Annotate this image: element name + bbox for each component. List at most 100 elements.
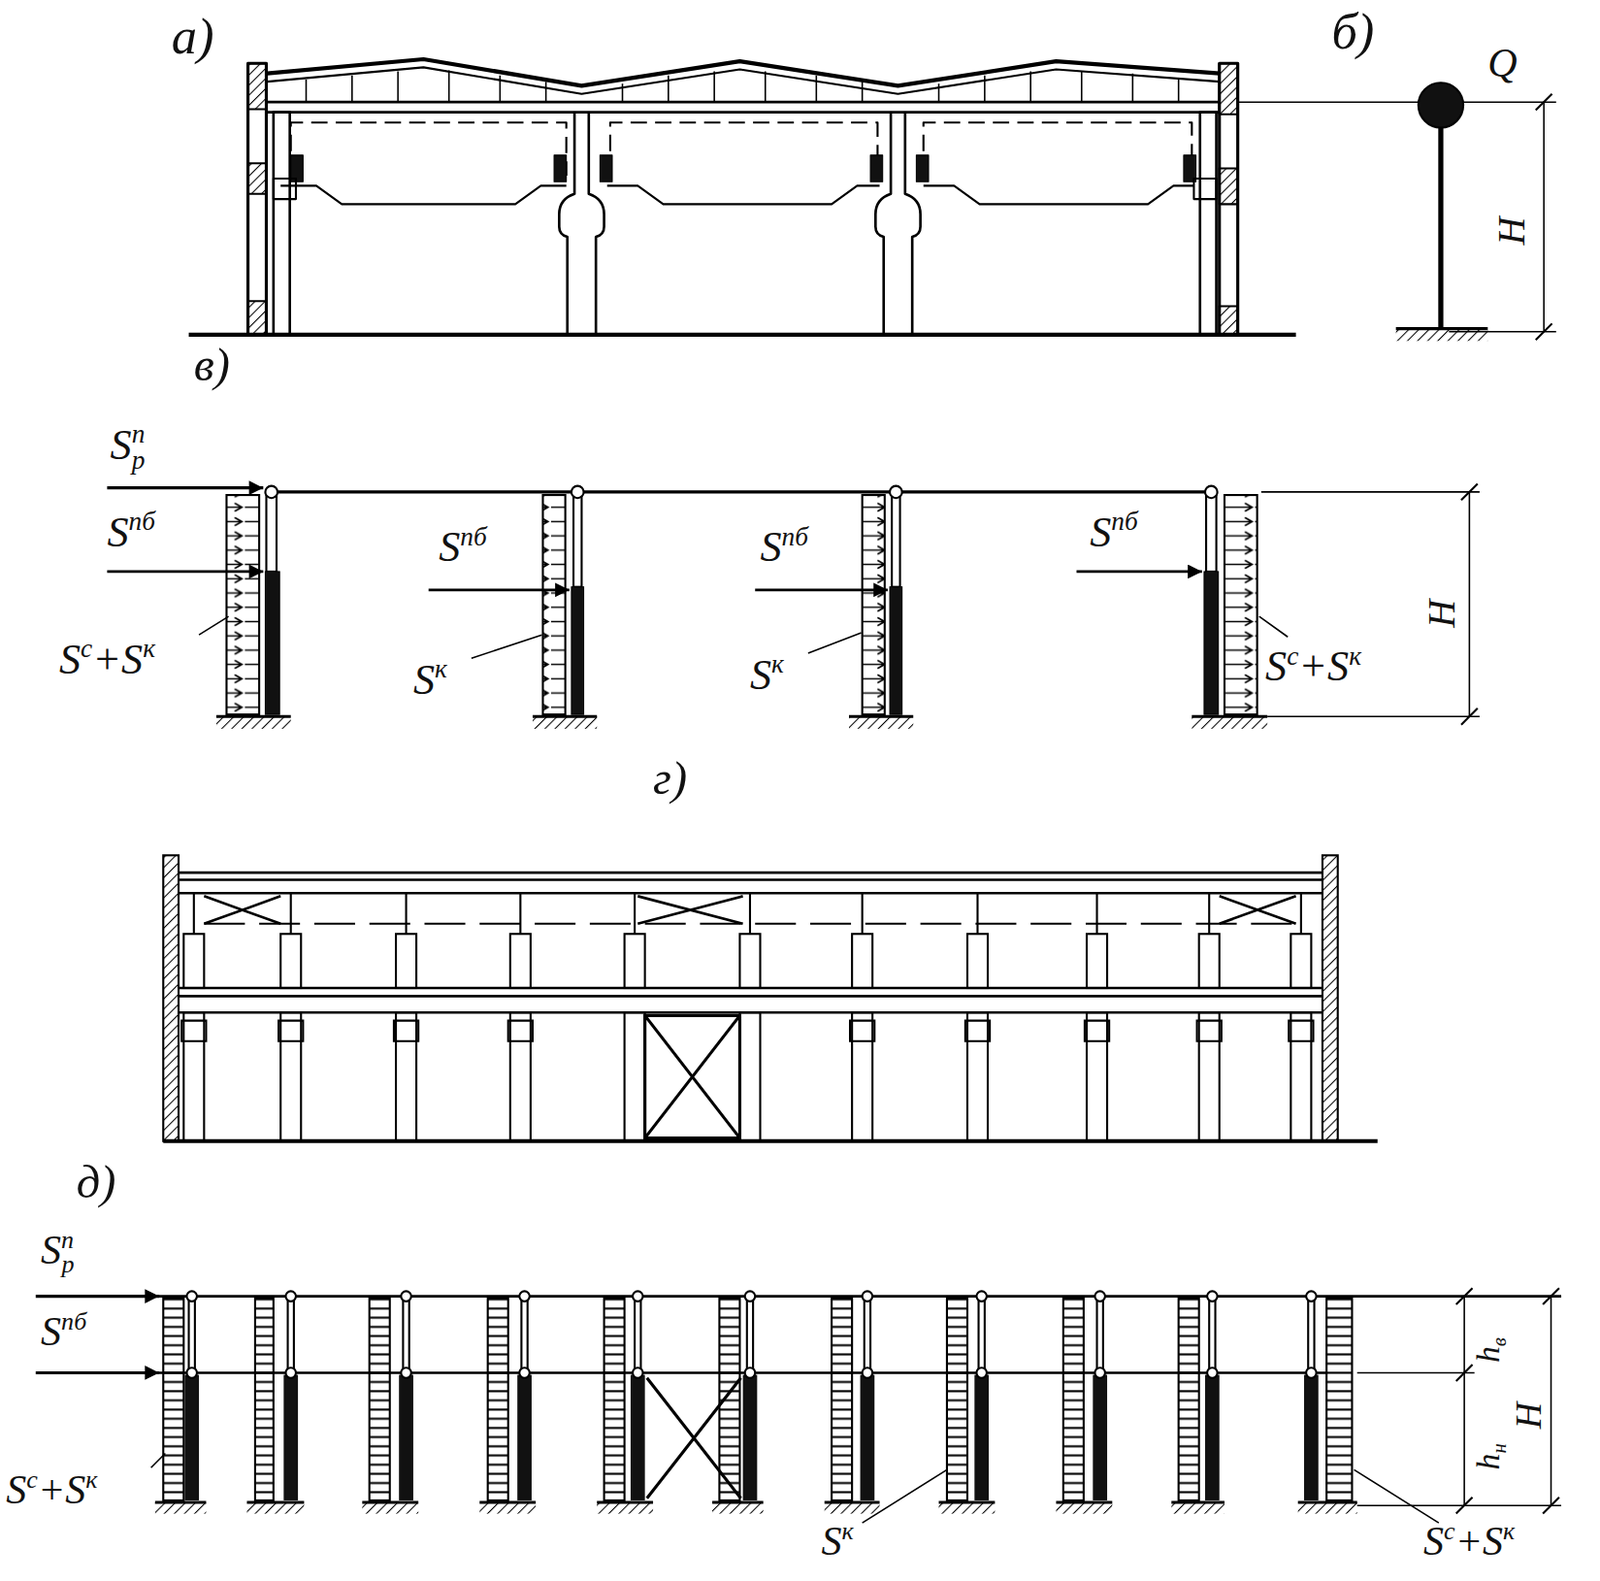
- label-group: Sпб: [1089, 510, 1139, 554]
- symbol-label: S: [59, 637, 81, 681]
- longitudinal-section-g-rect: [1086, 933, 1108, 988]
- building-section-rect: [554, 155, 567, 182]
- longitudinal-scheme-g-rect: [604, 1298, 625, 1501]
- longitudinal-section-g-rect: [739, 1012, 760, 1142]
- superscript-label: к: [1348, 642, 1362, 669]
- longitudinal-section-path: [194, 892, 1302, 934]
- label-group: а): [171, 10, 215, 63]
- transverse-scheme-rect: [571, 587, 585, 715]
- symbol-label: +: [1298, 645, 1328, 688]
- symbol-label: S: [1265, 645, 1287, 688]
- symbol-label: H: [1509, 1402, 1547, 1429]
- superscript-label: c: [1286, 642, 1299, 669]
- longitudinal-scheme-g-rect: [1205, 1374, 1220, 1501]
- transverse-scheme-rect: [542, 494, 565, 715]
- longitudinal-scheme-g-rect: [1171, 1502, 1225, 1514]
- symbol-label: S: [40, 1310, 62, 1352]
- label-group: Sк: [821, 1520, 854, 1562]
- longitudinal-section-rect: [163, 854, 179, 1141]
- symbol-label: +: [37, 1469, 66, 1510]
- symbol-label: S: [121, 637, 143, 681]
- longitudinal-scheme-line: [35, 1294, 160, 1298]
- transverse-scheme-line: [275, 489, 1208, 493]
- longitudinal-scheme-g-rect: [824, 1502, 881, 1514]
- building-section: [189, 59, 1297, 335]
- longitudinal-scheme-g-rect: [864, 1298, 871, 1373]
- transverse-scheme-rect: [862, 494, 885, 715]
- transverse-scheme-circle: [571, 486, 585, 499]
- longitudinal-scheme-g: [155, 1502, 1358, 1514]
- cantilever-scheme-line: [1238, 100, 1419, 103]
- transverse-scheme-circle: [264, 486, 278, 499]
- label-group: в): [194, 341, 230, 389]
- building-section-rect: [1219, 63, 1239, 115]
- symbol-label: S: [106, 510, 129, 554]
- superscript-label: пб: [129, 508, 156, 535]
- longitudinal-scheme-g-rect: [860, 1374, 876, 1501]
- building-section-path: [267, 59, 1220, 86]
- longitudinal-scheme-g-circle: [1306, 1290, 1317, 1302]
- symbol-label: S: [110, 423, 132, 466]
- building-section-path: [267, 66, 1220, 94]
- longitudinal-scheme-path: [1456, 1287, 1560, 1513]
- label-group: Sпб: [40, 1310, 87, 1352]
- symbol-label: S: [65, 1469, 86, 1510]
- symbol-label: в): [194, 341, 230, 389]
- longitudinal-section-g-rect: [851, 1012, 873, 1142]
- longitudinal-scheme-g-circle: [632, 1290, 644, 1302]
- transverse-scheme: [106, 483, 1479, 728]
- label-group: Sc+Sк: [1265, 645, 1362, 688]
- superscript-label: c: [1443, 1517, 1456, 1543]
- label-group: Sc+Sк: [59, 637, 156, 681]
- longitudinal-scheme-g-circle: [519, 1367, 530, 1378]
- building-section-path: [875, 112, 920, 335]
- longitudinal-scheme-g: [184, 1374, 1318, 1501]
- longitudinal-scheme-path: [151, 1453, 1439, 1524]
- longitudinal-section-path: [645, 1014, 741, 1138]
- building-section-path: [305, 70, 1178, 103]
- transverse-scheme-rect: [532, 716, 597, 729]
- label-group: Sк: [750, 653, 784, 696]
- cantilever-scheme-line: [1542, 101, 1545, 332]
- longitudinal-scheme-g-rect: [1304, 1374, 1319, 1501]
- building-section-line: [189, 332, 1297, 337]
- cantilever-scheme-line: [1448, 330, 1556, 333]
- longitudinal-scheme-path: [1357, 1296, 1562, 1506]
- transverse-scheme-path: [216, 715, 1268, 719]
- label-group: Sпб: [438, 525, 488, 569]
- longitudinal-section-g-rect: [183, 1012, 204, 1142]
- superscript-label: к: [842, 1517, 854, 1543]
- building-section-rect: [1200, 112, 1217, 335]
- longitudinal-section-g-rect: [624, 933, 646, 988]
- longitudinal-section-g-rect: [1199, 933, 1220, 988]
- label-group: hв: [1470, 1337, 1504, 1363]
- longitudinal-scheme-g-rect: [255, 1298, 274, 1501]
- label-group: hн: [1470, 1442, 1504, 1470]
- transverse-scheme-line: [754, 588, 888, 592]
- symbol-label: Q: [1487, 42, 1517, 84]
- building-section-rect: [248, 300, 267, 335]
- longitudinal-scheme-g-rect: [831, 1298, 852, 1501]
- subscript-label: p: [62, 1251, 75, 1277]
- symbol-label: +: [1455, 1520, 1483, 1562]
- longitudinal-scheme-g-rect: [979, 1298, 985, 1373]
- longitudinal-scheme-g-circle: [1207, 1367, 1218, 1378]
- label-group: Q: [1487, 42, 1517, 84]
- longitudinal-scheme-line: [158, 1371, 1327, 1374]
- building-section-rect: [1219, 305, 1239, 334]
- symbol-label: h: [1470, 1345, 1504, 1363]
- longitudinal-scheme-g-rect: [1092, 1374, 1108, 1501]
- label-group: г): [653, 754, 687, 802]
- longitudinal-section-line: [163, 1139, 1377, 1143]
- transverse-scheme-rect: [573, 494, 582, 588]
- label-group: Snp: [110, 423, 146, 466]
- longitudinal-scheme-path: [647, 1377, 742, 1499]
- longitudinal-section-g-rect: [967, 1012, 988, 1142]
- transverse-scheme-rect: [1224, 494, 1258, 715]
- cantilever-scheme: [1238, 82, 1557, 341]
- longitudinal-scheme-g-circle: [285, 1290, 296, 1302]
- symbol-label: S: [1482, 1520, 1503, 1562]
- transverse-scheme-rect: [264, 571, 280, 715]
- longitudinal-scheme-g-circle: [1306, 1367, 1317, 1378]
- longitudinal-scheme-g-rect: [630, 1374, 646, 1501]
